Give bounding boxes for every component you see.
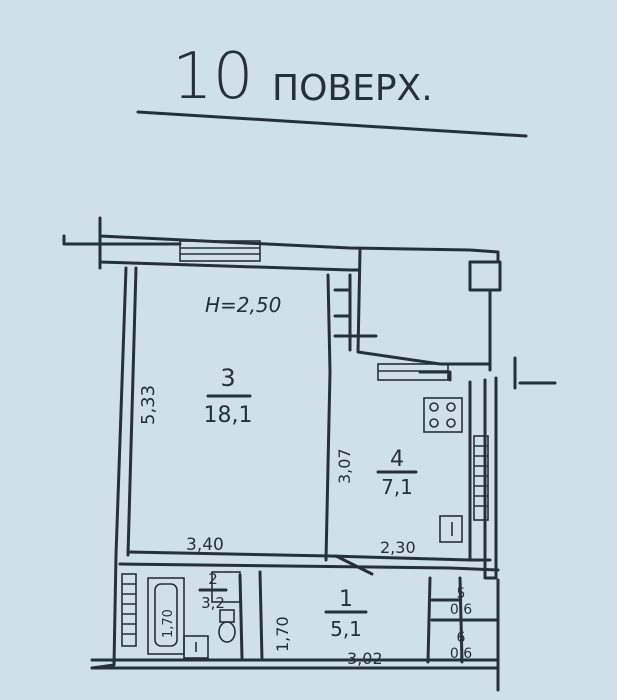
dimension-hall-width: 3,02 [347, 649, 383, 668]
dimension-bath-length: 1,70 [161, 609, 176, 638]
room-area: 5,1 [330, 617, 362, 641]
room-area: 18,1 [204, 403, 253, 428]
room-number: 3 [220, 364, 235, 392]
dimension-hall-height: 1,70 [273, 616, 292, 652]
toilet-icon [218, 609, 236, 643]
room-area: 0,6 [450, 602, 472, 618]
dimension-room4-height: 3,07 [335, 448, 354, 484]
room-number: 2 [208, 570, 218, 588]
room-number: 1 [339, 587, 353, 612]
interior-walls [118, 248, 500, 664]
ceiling-height: H=2,50 [205, 293, 281, 317]
room-number: 5 [457, 586, 466, 602]
washbasin-icon [183, 635, 209, 659]
floor-number: 10 [172, 40, 253, 114]
floor-label: ПОВЕРХ. [272, 68, 433, 109]
kitchen-sink-icon [439, 515, 463, 543]
bathroom-shelf-icon [211, 571, 241, 603]
outer-walls [62, 216, 557, 692]
title-underline [136, 110, 528, 138]
room-area: 3,2 [201, 594, 225, 612]
vent-shafts [121, 435, 489, 647]
stove-icon [423, 397, 463, 433]
room-number: 6 [457, 630, 466, 646]
room-number: 4 [390, 447, 404, 472]
dimension-room4-width: 2,30 [380, 538, 416, 557]
dimension-room3-width: 3,40 [186, 535, 224, 555]
bathtub-icon [147, 577, 185, 655]
room-area: 7,1 [381, 475, 413, 499]
room-area: 0,6 [450, 646, 472, 662]
dimension-room3-height: 5,33 [138, 385, 159, 425]
